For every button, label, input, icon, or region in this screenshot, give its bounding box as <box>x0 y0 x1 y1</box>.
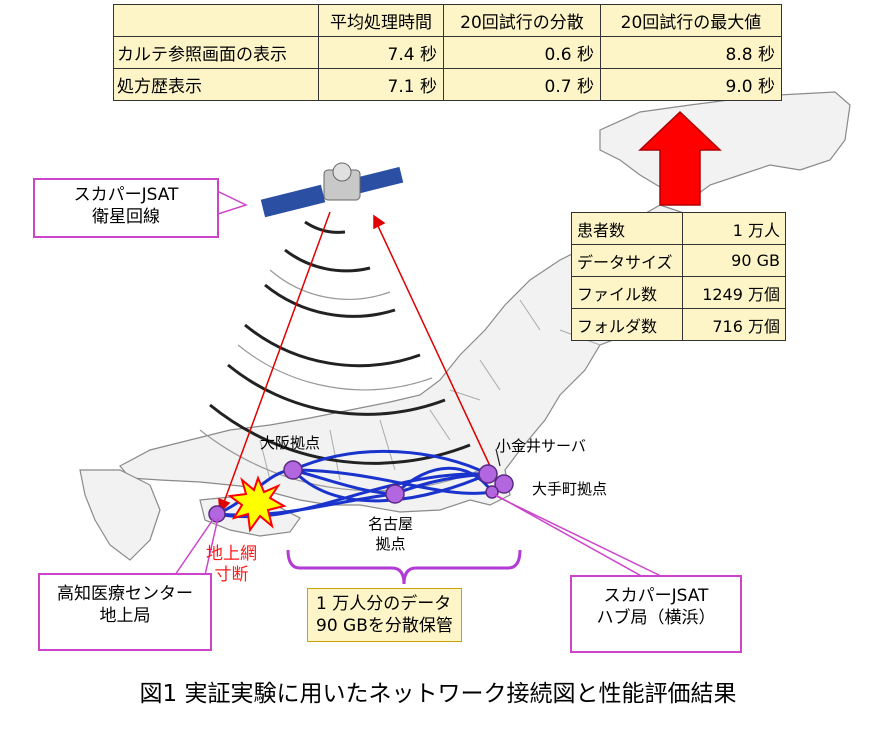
header-cell <box>113 4 319 37</box>
big-up-arrow <box>638 110 722 206</box>
node-otemachi <box>494 474 514 494</box>
cell-value: 90 GB <box>682 244 786 277</box>
cell-value: 7.4 秒 <box>318 36 444 69</box>
network-nodes <box>208 460 514 523</box>
explosion-icon <box>227 475 287 533</box>
otemachi-label: 大手町拠点 <box>532 480 608 498</box>
storage-note: 1 万人分のデータ 90 GBを分散保管 <box>307 588 462 642</box>
satellite-icon <box>260 162 404 218</box>
satellite-link-arrows <box>218 211 491 514</box>
kochi-station-callout: 高知医療センター 地上局 <box>38 573 212 651</box>
nagoya-line: 名古屋 <box>368 515 414 533</box>
table-row: ファイル数 1249 万個 <box>571 276 786 309</box>
callout-line: ハブ局（横浜） <box>596 608 716 628</box>
table-row: データサイズ 90 GB <box>571 244 786 277</box>
cell-value: 716 万個 <box>682 308 786 341</box>
cell-value: 7.1 秒 <box>318 68 444 101</box>
header-cell: 平均処理時間 <box>318 4 444 37</box>
row-label: 処方歴表示 <box>113 68 319 101</box>
row-label: カルテ参照画面の表示 <box>113 36 319 69</box>
node-nagoya <box>385 484 405 504</box>
node-osaka <box>283 460 303 480</box>
callout-line: 高知医療センター <box>57 584 193 604</box>
osaka-label: 大阪拠点 <box>260 434 321 452</box>
hub-station-callout: スカパーJSAT ハブ局（横浜） <box>570 575 742 653</box>
header-cell: 20回試行の分散 <box>443 4 601 37</box>
storage-line: 90 GBを分散保管 <box>316 616 453 636</box>
cell-value: 0.6 秒 <box>443 36 601 69</box>
signal-arcs-faint <box>199 269 481 492</box>
cell-value: 8.8 秒 <box>600 36 782 69</box>
table-row: 処方歴表示 7.1 秒 0.7 秒 9.0 秒 <box>113 68 782 101</box>
nagoya-label: 名古屋 拠点 <box>368 514 413 554</box>
row-label: フォルダ数 <box>571 308 683 341</box>
cut-line: 寸断 <box>214 565 249 585</box>
row-label: 患者数 <box>571 212 683 245</box>
patient-data-table: 患者数 1 万人 データサイズ 90 GB ファイル数 1249 万個 フォルダ… <box>571 212 786 341</box>
cell-value: 1 万人 <box>682 212 786 245</box>
callout-line: 衛星回線 <box>92 207 160 227</box>
cut-line: 地上網 <box>206 544 257 564</box>
row-label: ファイル数 <box>571 276 683 309</box>
cell-value: 1249 万個 <box>682 276 786 309</box>
nagoya-line: 拠点 <box>375 535 406 553</box>
cell-value: 9.0 秒 <box>600 68 782 101</box>
node-koganei <box>478 464 498 484</box>
figure-caption: 図1 実証実験に用いたネットワーク接続図と性能評価結果 <box>139 681 737 707</box>
cell-value: 0.7 秒 <box>443 68 601 101</box>
callout-line: 地上局 <box>99 606 151 626</box>
table-row: フォルダ数 716 万個 <box>571 308 786 341</box>
table-row: カルテ参照画面の表示 7.4 秒 0.6 秒 8.8 秒 <box>113 36 782 69</box>
storage-brace <box>286 549 522 585</box>
callout-line: スカパーJSAT <box>73 185 179 205</box>
storage-line: 1 万人分のデータ <box>316 594 452 614</box>
performance-table: 平均処理時間 20回試行の分散 20回試行の最大値 カルテ参照画面の表示 7.4… <box>113 4 782 101</box>
header-cell: 20回試行の最大値 <box>600 4 782 37</box>
satellite-line-callout: スカパーJSAT 衛星回線 <box>33 178 219 238</box>
koganei-label: 小金井サーバ <box>496 437 586 455</box>
table-header-row: 平均処理時間 20回試行の分散 20回試行の最大値 <box>113 4 782 37</box>
table-row: 患者数 1 万人 <box>571 212 786 245</box>
row-label: データサイズ <box>571 244 683 277</box>
network-cut-label: 地上網 寸断 <box>206 544 257 586</box>
callout-line: スカパーJSAT <box>603 586 709 606</box>
